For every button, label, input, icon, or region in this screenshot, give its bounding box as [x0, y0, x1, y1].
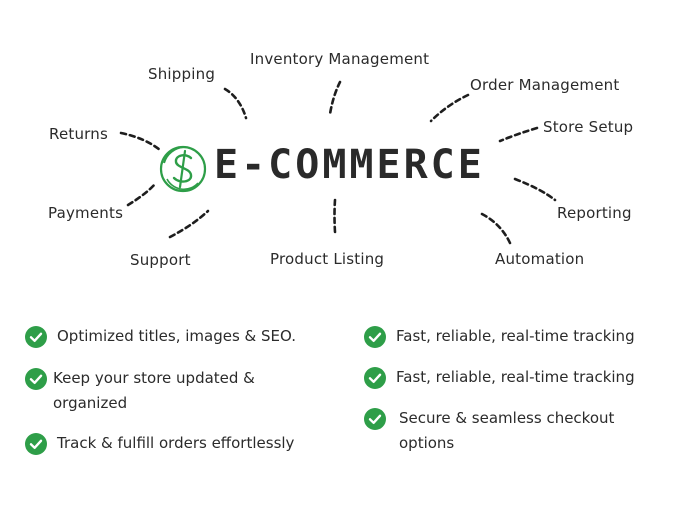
branch-reporting: Reporting [557, 204, 632, 222]
connector-inventory [328, 80, 342, 116]
dollar-coin-icon [159, 145, 207, 193]
connector-support [168, 209, 210, 239]
connector-reporting [513, 177, 557, 202]
check-circle-icon [364, 367, 386, 389]
feature-item: Secure & seamless checkout options [364, 408, 634, 456]
connector-order [429, 93, 470, 123]
branch-returns: Returns [49, 125, 108, 143]
diagram-canvas [119, 80, 557, 245]
feature-item: Keep your store updated & organized [25, 368, 280, 416]
check-circle-icon [25, 368, 47, 390]
check-circle-icon [364, 326, 386, 348]
feature-item: Fast, reliable, real-time tracking [364, 367, 664, 390]
branch-support: Support [130, 251, 191, 269]
feature-text: Fast, reliable, real-time tracking [396, 368, 635, 386]
branch-automation: Automation [495, 250, 585, 268]
branch-payments: Payments [48, 204, 124, 222]
branch-product-listing: Product Listing [270, 250, 385, 268]
feature-text: Optimized titles, images & SEO. [57, 327, 296, 345]
feature-item: Fast, reliable, real-time tracking [364, 326, 664, 349]
connector-automation [480, 212, 512, 245]
branch-order-management: Order Management [470, 76, 620, 94]
connector-product [333, 198, 337, 234]
feature-text: Keep your store updated & organized [53, 369, 255, 412]
feature-item: Track & fulfill orders effortlessly [25, 433, 325, 456]
feature-text: Secure & seamless checkout options [399, 409, 615, 452]
connector-store-setup [498, 126, 539, 143]
branch-inventory-management: Inventory Management [250, 50, 430, 68]
check-circle-icon [364, 408, 386, 430]
check-circle-icon [25, 326, 47, 348]
check-circle-icon [25, 433, 47, 455]
page-title: E-COMMERCE [214, 142, 485, 188]
branch-store-setup: Store Setup [543, 118, 634, 136]
feature-text: Fast, reliable, real-time tracking [396, 327, 635, 345]
feature-item: Optimized titles, images & SEO. [25, 326, 325, 349]
feature-text: Track & fulfill orders effortlessly [57, 434, 295, 452]
branch-shipping: Shipping [148, 65, 216, 83]
connector-payments [126, 182, 157, 207]
connector-shipping [223, 87, 248, 120]
connector-returns [119, 131, 162, 152]
